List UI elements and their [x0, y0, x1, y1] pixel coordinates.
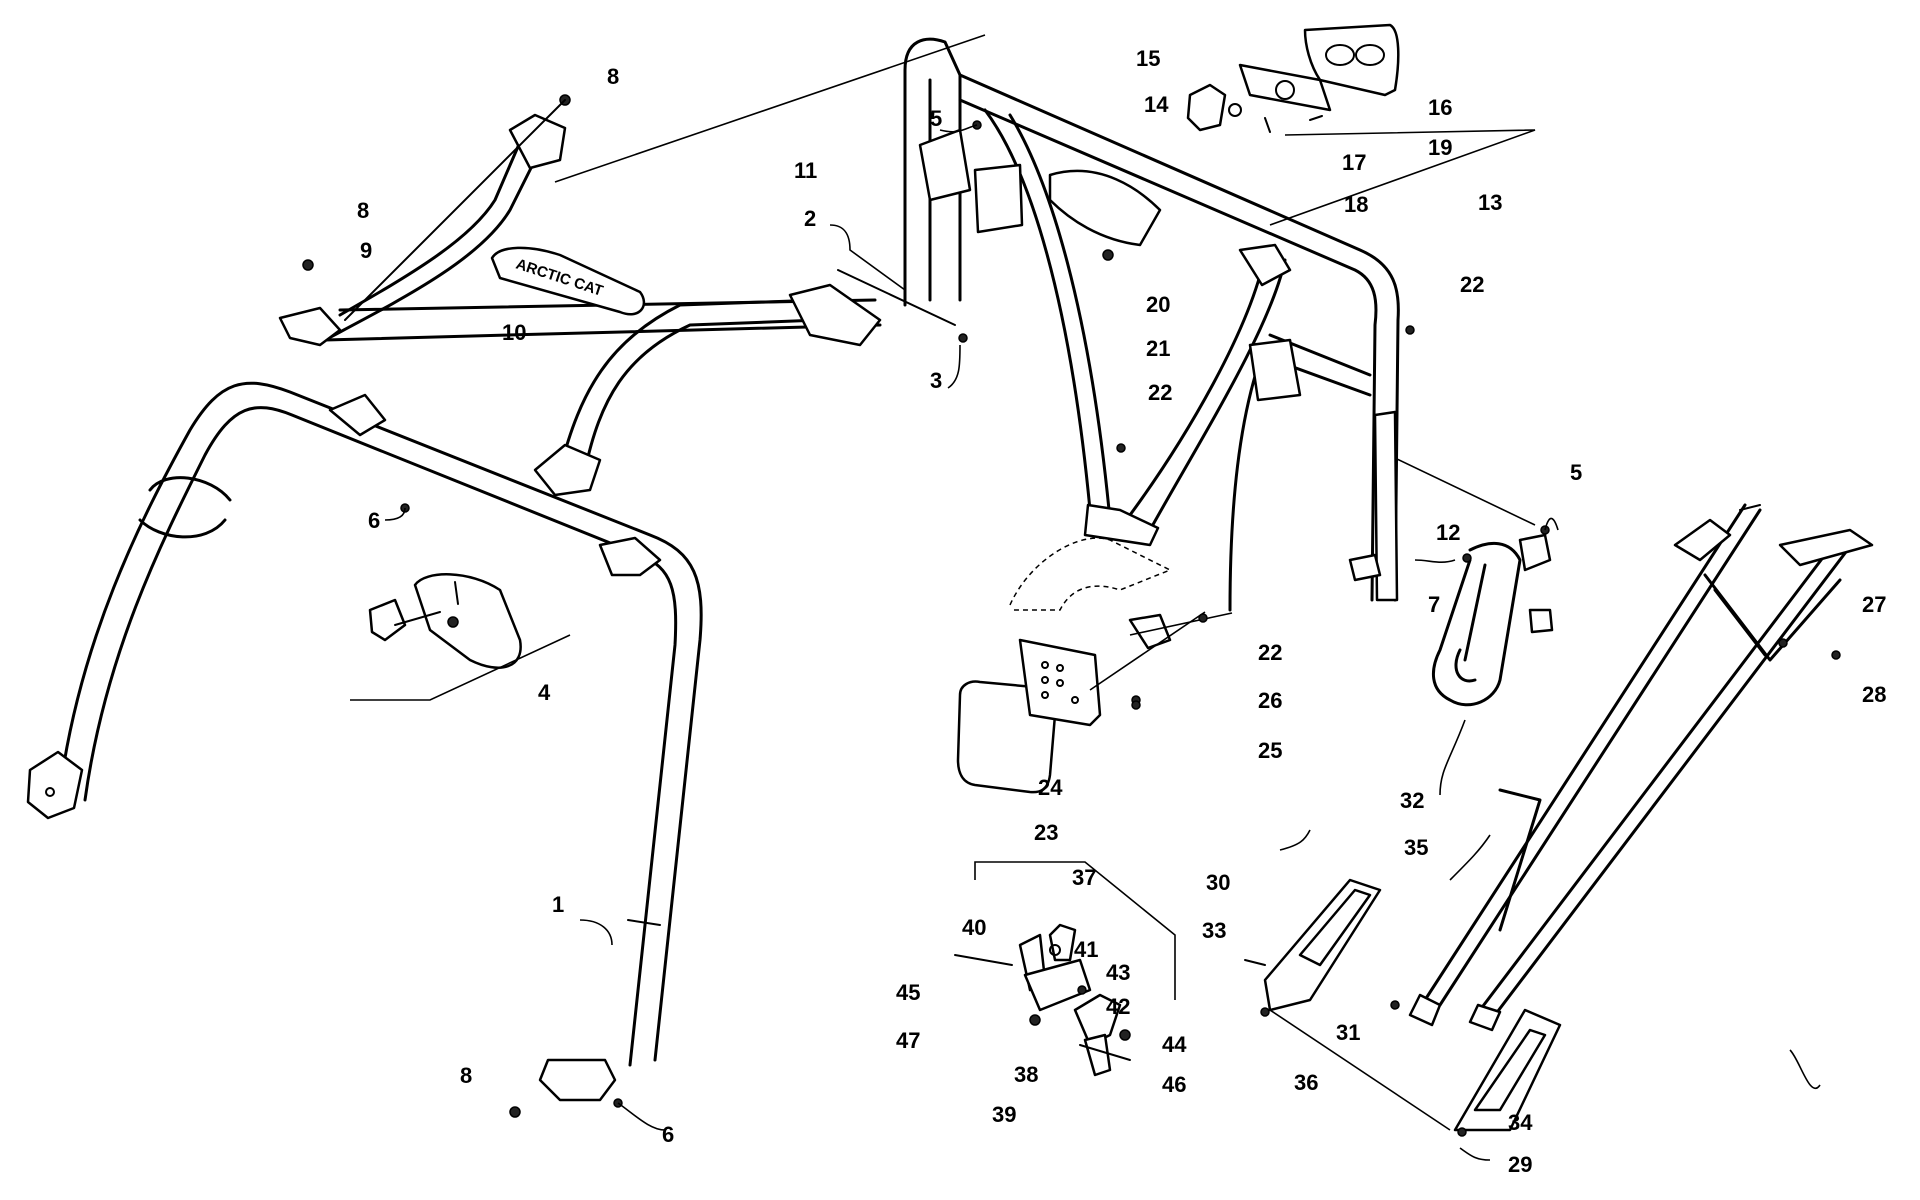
callout-10: 10	[502, 320, 526, 345]
callout-22b: 22	[1148, 380, 1172, 405]
callout-24: 24	[1038, 775, 1063, 800]
callout-5b: 5	[1570, 460, 1582, 485]
callout-40: 40	[962, 915, 986, 940]
callout-1: 1	[552, 892, 564, 917]
callout-41: 41	[1074, 937, 1098, 962]
callout-12: 12	[1436, 520, 1460, 545]
callout-32: 32	[1400, 788, 1424, 813]
callout-6a: 6	[368, 508, 380, 533]
callout-15: 15	[1136, 46, 1160, 71]
callout-17: 17	[1342, 150, 1366, 175]
callout-16: 16	[1428, 95, 1452, 120]
callout-25: 25	[1258, 738, 1282, 763]
callout-43: 43	[1106, 960, 1130, 985]
callout-28: 28	[1862, 682, 1886, 707]
callout-46: 46	[1162, 1072, 1186, 1097]
callout-20: 20	[1146, 292, 1170, 317]
callout-26: 26	[1258, 688, 1282, 713]
callout-38: 38	[1014, 1062, 1038, 1087]
grab-handle	[1394, 457, 1554, 707]
callout-35: 35	[1404, 835, 1428, 860]
rear-cage-frame	[903, 37, 1400, 612]
upper-support-bar: ARCTIC CAT	[278, 34, 986, 497]
callout-6b: 6	[662, 1122, 674, 1147]
callout-7: 7	[1428, 592, 1440, 617]
callout-4: 4	[538, 680, 551, 705]
work-light	[956, 611, 1233, 794]
callout-27: 27	[1862, 592, 1886, 617]
callout-36: 36	[1294, 1070, 1318, 1095]
callout-8b: 8	[357, 198, 369, 223]
callout-leaders	[384, 124, 1821, 1161]
callout-39: 39	[992, 1102, 1016, 1127]
callout-3: 3	[930, 368, 942, 393]
tail-light-assembly	[1186, 23, 1536, 226]
callout-30: 30	[1206, 870, 1230, 895]
mirror-assembly	[350, 573, 571, 701]
callout-18: 18	[1344, 192, 1368, 217]
callout-45: 45	[896, 980, 920, 1005]
callout-9: 9	[360, 238, 372, 263]
side-net-frame	[1408, 503, 1874, 1032]
callout-8a: 8	[607, 64, 619, 89]
latch-assembly	[954, 861, 1176, 1077]
lower-side-panels	[1263, 878, 1562, 1132]
callout-23: 23	[1034, 820, 1058, 845]
callout-22c: 22	[1258, 640, 1282, 665]
fasteners	[302, 94, 1841, 1137]
callout-29: 29	[1508, 1152, 1532, 1177]
callout-11: 11	[794, 158, 817, 183]
callout-19: 19	[1428, 135, 1452, 160]
callout-42: 42	[1106, 994, 1130, 1019]
callout-44: 44	[1162, 1032, 1187, 1057]
callout-37: 37	[1072, 865, 1096, 890]
callout-14: 14	[1144, 92, 1169, 117]
callout-47: 47	[896, 1028, 920, 1053]
callout-2: 2	[804, 206, 816, 231]
callout-8c: 8	[460, 1063, 472, 1088]
callouts: 1 2 3 4 5 5 6 6 7 8 8 8 9 10 11 12 13 14…	[357, 46, 1886, 1177]
callout-21: 21	[1146, 336, 1170, 361]
callout-22a: 22	[1460, 272, 1484, 297]
callout-33: 33	[1202, 918, 1226, 943]
front-rops-tube	[26, 381, 703, 1102]
callout-13: 13	[1478, 190, 1502, 215]
callout-34: 34	[1508, 1110, 1533, 1135]
callout-31: 31	[1336, 1020, 1360, 1045]
callout-5a: 5	[930, 106, 942, 131]
